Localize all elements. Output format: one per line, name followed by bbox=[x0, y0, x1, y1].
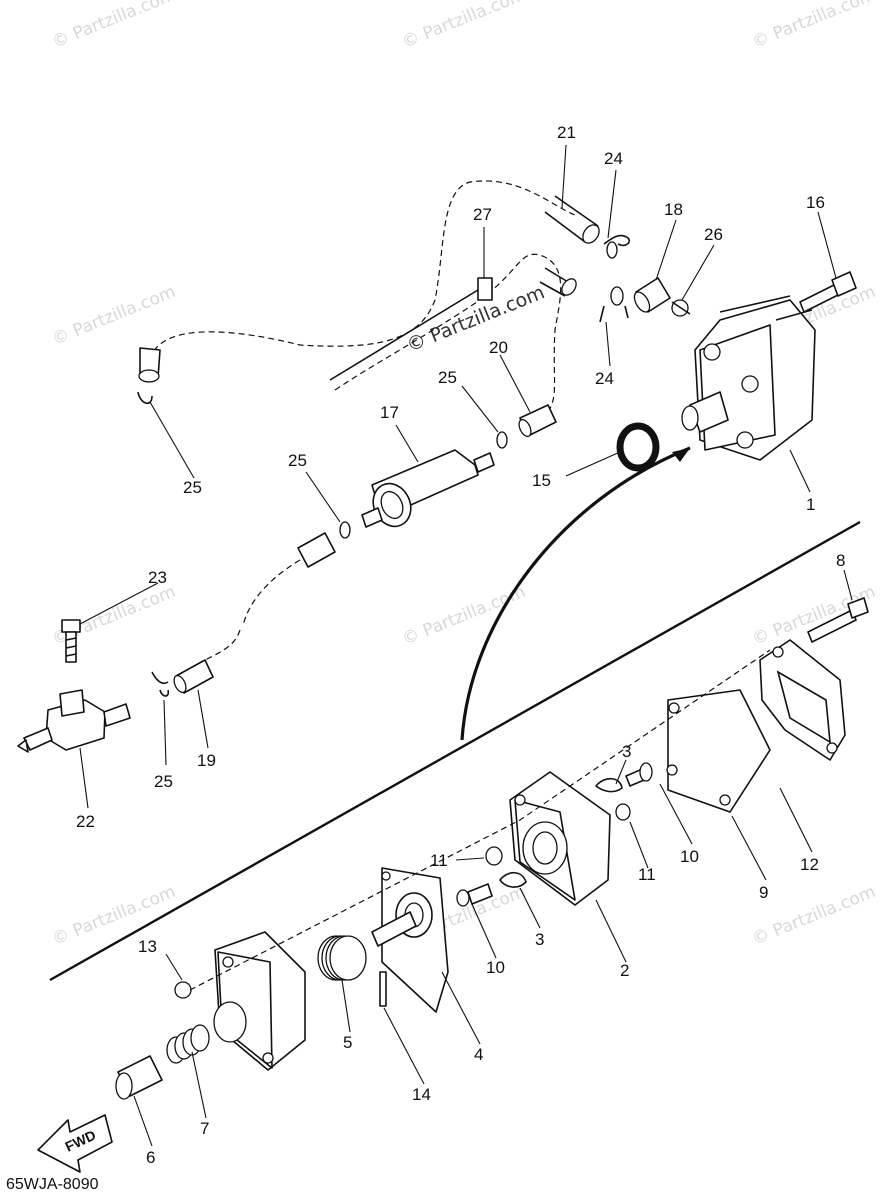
fuel-hose-20 bbox=[334, 253, 577, 438]
valve-3-upper bbox=[595, 777, 623, 793]
diaphragm-4 bbox=[371, 867, 449, 1013]
callout-12: 12 bbox=[800, 855, 819, 874]
callout-6: 6 bbox=[146, 1148, 155, 1167]
screw-10-lower bbox=[456, 883, 493, 907]
callout-2: 2 bbox=[620, 961, 629, 980]
callout-20: 20 bbox=[489, 338, 508, 357]
nut-13 bbox=[174, 981, 192, 999]
spring-7 bbox=[166, 1024, 210, 1064]
callout-1: 1 bbox=[806, 495, 815, 514]
callout-4: 4 bbox=[474, 1045, 483, 1064]
callout-5: 5 bbox=[343, 1033, 352, 1052]
callout-22: 22 bbox=[76, 812, 95, 831]
axis-line bbox=[189, 649, 771, 991]
callout-3-upper: 3 bbox=[622, 742, 631, 761]
callout-labels: 21 24 18 26 16 27 24 20 25 17 15 1 25 25… bbox=[76, 123, 845, 1167]
callout-25-top-left: 25 bbox=[183, 478, 202, 497]
callout-14: 14 bbox=[412, 1085, 431, 1104]
callout-8: 8 bbox=[836, 551, 845, 570]
clip-26 bbox=[671, 299, 691, 317]
callout-21: 21 bbox=[557, 123, 576, 142]
fuel-cock-22 bbox=[17, 689, 131, 753]
divider-line bbox=[49, 520, 861, 982]
callout-17: 17 bbox=[380, 403, 399, 422]
callout-24-top: 24 bbox=[604, 149, 623, 168]
callout-16: 16 bbox=[806, 193, 825, 212]
arrow-head bbox=[672, 448, 690, 462]
callout-11-upper: 11 bbox=[638, 865, 656, 884]
callout-26: 26 bbox=[704, 225, 723, 244]
watermark-center: © Partzilla.com bbox=[404, 281, 548, 356]
fuel-pump-assembly-1 bbox=[681, 295, 816, 461]
clamp-27 bbox=[329, 277, 493, 381]
watermark: © Partzilla.com bbox=[399, 0, 528, 53]
clip-25-lower bbox=[151, 671, 170, 697]
callout-27: 27 bbox=[473, 205, 492, 224]
fuel-filter-17 bbox=[361, 449, 495, 528]
valve-3-lower bbox=[499, 871, 527, 888]
watermark: © Partzilla.com bbox=[749, 0, 878, 53]
watermark: © Partzilla.com bbox=[49, 0, 178, 53]
pump-cover-housing bbox=[213, 931, 306, 1071]
callout-11-lower: 11 bbox=[430, 851, 448, 870]
spring-5 bbox=[317, 935, 367, 981]
bolt-23 bbox=[61, 619, 81, 663]
fuel-hose-21 bbox=[138, 180, 600, 383]
clip-25-top-left bbox=[137, 391, 153, 404]
callout-19: 19 bbox=[197, 751, 216, 770]
drawing-code: 65WJA-8090 bbox=[6, 1176, 99, 1193]
watermark: © Partzilla.com bbox=[49, 282, 178, 350]
screw-10-upper bbox=[625, 762, 653, 787]
watermark: © Partzilla.com bbox=[749, 882, 878, 950]
assembly-arrow bbox=[460, 446, 691, 741]
fuel-hose-19 bbox=[173, 532, 336, 694]
clip-24-lower bbox=[599, 286, 629, 323]
bolt-8 bbox=[807, 597, 869, 643]
diaphragm-9 bbox=[666, 689, 771, 813]
pump-body-2 bbox=[509, 771, 611, 906]
o-ring-15 bbox=[616, 422, 660, 472]
callout-23: 23 bbox=[148, 568, 167, 587]
cover-12 bbox=[759, 639, 846, 761]
watermark: © Partzilla.com bbox=[49, 882, 178, 950]
clip-25-filter-top bbox=[496, 431, 508, 449]
joint-pipe-18 bbox=[633, 277, 671, 313]
pin-14 bbox=[379, 971, 387, 1007]
plunger-6 bbox=[115, 1055, 163, 1100]
callout-10-upper: 10 bbox=[680, 847, 699, 866]
callout-3-lower: 3 bbox=[535, 930, 544, 949]
nut-11-right bbox=[615, 803, 631, 821]
fwd-arrow: FWD bbox=[37, 1114, 113, 1173]
callout-9: 9 bbox=[759, 883, 768, 902]
callout-25-filter-bottom: 25 bbox=[288, 451, 307, 470]
callout-13: 13 bbox=[138, 937, 157, 956]
callout-24-bottom: 24 bbox=[595, 369, 614, 388]
watermark: © Partzilla.com bbox=[399, 582, 528, 650]
bolt-16 bbox=[799, 271, 857, 313]
clip-25-filter-bottom bbox=[339, 521, 351, 539]
callout-7: 7 bbox=[200, 1119, 209, 1138]
callout-10-lower: 10 bbox=[486, 958, 505, 977]
leader-lines bbox=[79, 144, 853, 1147]
clip-24-upper bbox=[603, 234, 631, 259]
callout-18: 18 bbox=[664, 200, 683, 219]
callout-15: 15 bbox=[532, 471, 551, 490]
callout-25-filter-top: 25 bbox=[438, 368, 457, 387]
nut-11-left bbox=[485, 846, 503, 866]
callout-25-lower: 25 bbox=[154, 772, 173, 791]
